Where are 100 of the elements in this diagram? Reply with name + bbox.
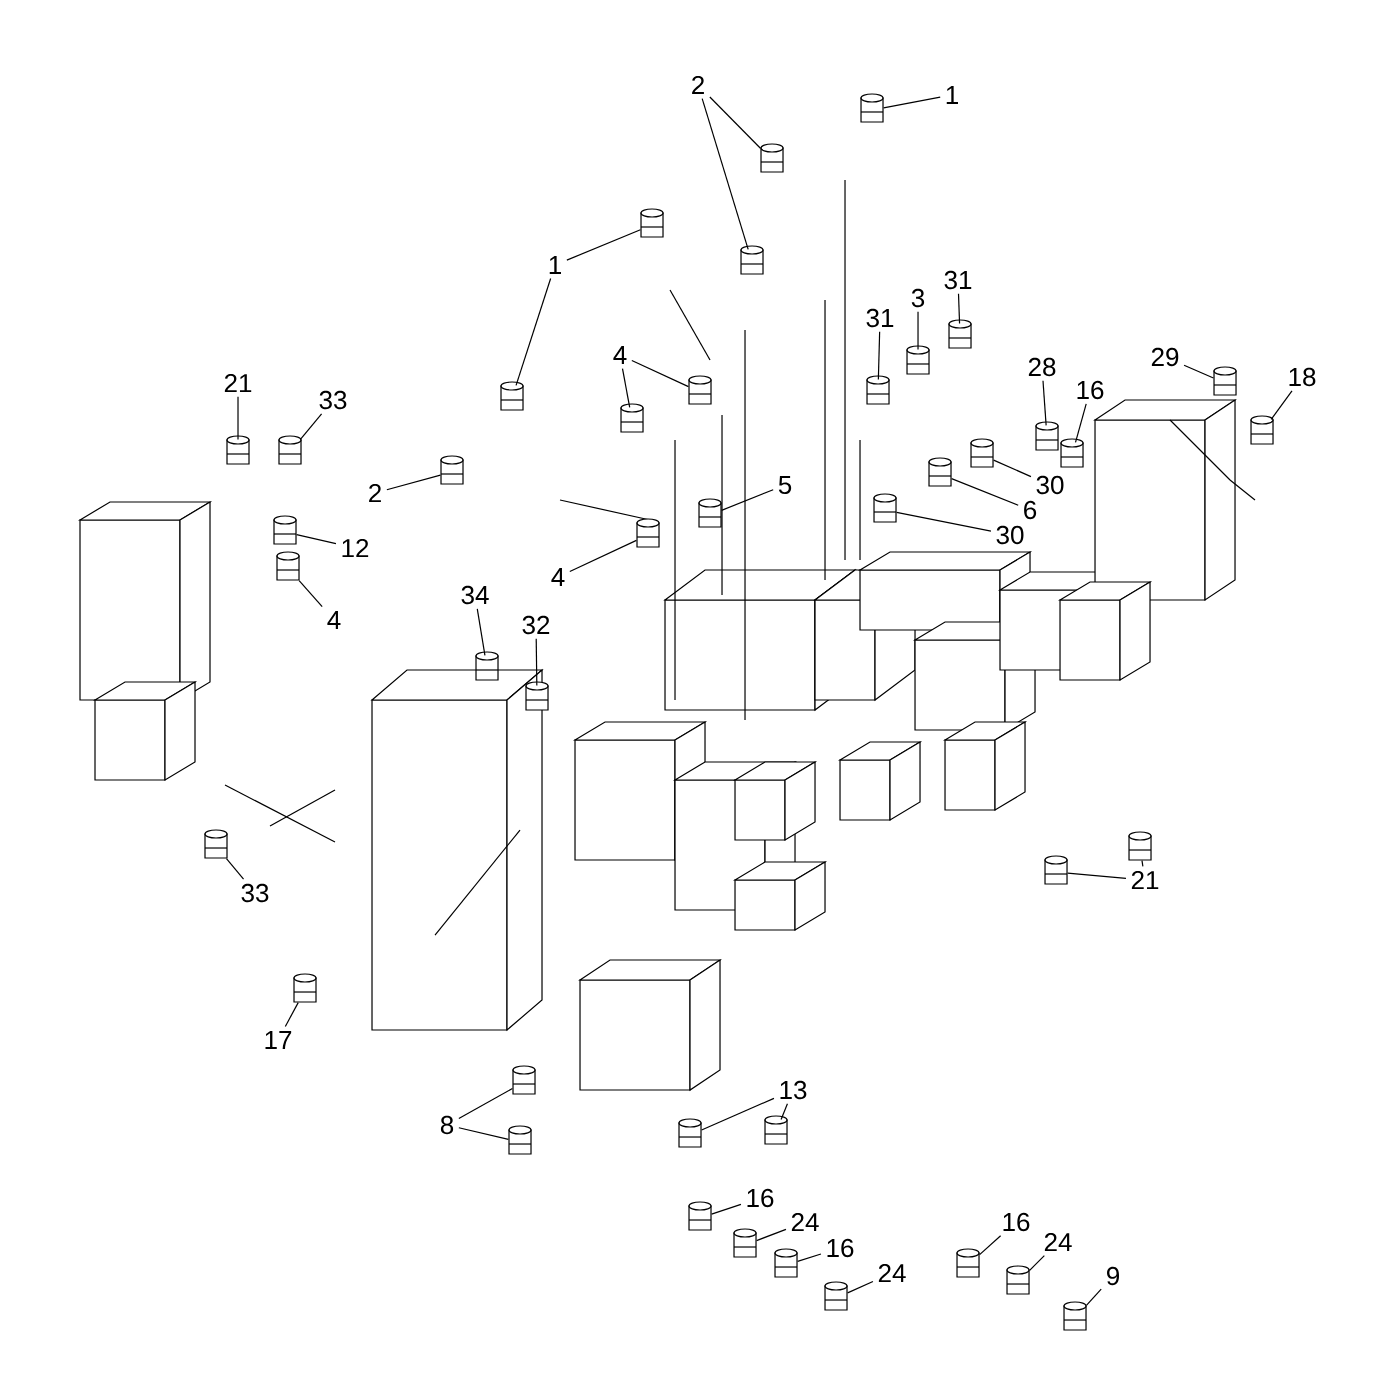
fitting	[698, 498, 722, 528]
callout-number: 28	[1023, 353, 1061, 381]
leader-line	[458, 1127, 509, 1140]
callout-number: 16	[997, 1208, 1035, 1236]
leader-line	[298, 580, 323, 608]
fitting	[906, 345, 930, 375]
fitting	[226, 435, 250, 465]
fitting	[293, 973, 317, 1003]
leader-line	[1085, 1288, 1102, 1306]
leader-line	[284, 1002, 299, 1028]
leader-line	[877, 331, 881, 380]
leader-line	[237, 396, 239, 440]
callout-number: 30	[991, 521, 1029, 549]
fitting	[688, 1201, 712, 1231]
leader-line	[621, 367, 631, 408]
leader-line	[1029, 1255, 1045, 1271]
callout-number: 1	[543, 252, 567, 278]
leader-line	[993, 459, 1032, 478]
fitting	[636, 518, 660, 548]
callout-number: 4	[322, 607, 346, 633]
callout-number: 21	[1126, 866, 1164, 894]
leader-line	[458, 1087, 513, 1119]
callout-number: 31	[861, 304, 899, 332]
leader-line	[780, 1103, 789, 1120]
callout-number: 12	[336, 534, 374, 562]
fitting	[204, 829, 228, 859]
callout-number: 5	[773, 471, 797, 499]
callout-number: 21	[219, 369, 257, 397]
fitting	[620, 403, 644, 433]
fitting	[1250, 415, 1274, 445]
fitting	[500, 381, 524, 411]
callout-number: 17	[259, 1027, 297, 1053]
callout-number: 3	[906, 284, 930, 312]
leader-line	[917, 311, 919, 350]
fitting	[1213, 366, 1237, 396]
leader-line	[701, 98, 749, 250]
callout-number: 2	[686, 71, 710, 99]
callout-number: 33	[236, 879, 274, 907]
callout-number: 16	[741, 1184, 779, 1212]
leader-line	[1067, 872, 1127, 879]
fitting	[760, 143, 784, 173]
fitting	[1060, 438, 1084, 468]
callout-number: 29	[1146, 343, 1184, 371]
leader-line	[515, 277, 552, 386]
fitting	[860, 93, 884, 123]
callout-number: 32	[517, 611, 555, 639]
fitting	[1128, 831, 1152, 861]
leader-line	[225, 858, 245, 880]
callout-number: 4	[546, 564, 570, 590]
leader-line	[847, 1280, 874, 1294]
fitting	[970, 438, 994, 468]
leader-line	[386, 474, 441, 491]
leader-line	[631, 359, 689, 388]
leader-line	[1141, 860, 1144, 867]
leader-line	[896, 511, 992, 532]
callout-number: 24	[1039, 1228, 1077, 1256]
fitting	[640, 208, 664, 238]
leader-line	[566, 229, 641, 261]
fitting	[824, 1281, 848, 1311]
fitting	[956, 1248, 980, 1278]
leader-line	[721, 489, 774, 511]
leader-line	[1042, 380, 1047, 426]
leader-line	[569, 539, 637, 573]
fitting	[733, 1228, 757, 1258]
fitting	[928, 457, 952, 487]
leader-line	[756, 1228, 787, 1242]
leader-line	[701, 1097, 775, 1131]
callout-number: 1	[940, 82, 964, 108]
fitting	[774, 1248, 798, 1278]
fitting	[273, 515, 297, 545]
fitting	[948, 319, 972, 349]
leader-line	[299, 413, 323, 440]
fitting	[740, 245, 764, 275]
callout-number: 31	[939, 266, 977, 294]
callout-number: 8	[435, 1111, 459, 1139]
leader-line	[535, 638, 538, 686]
fitting	[873, 493, 897, 523]
fitting	[866, 375, 890, 405]
leader-line	[957, 293, 961, 324]
callout-number: 9	[1101, 1262, 1125, 1290]
callout-number: 16	[1071, 376, 1109, 404]
leader-line	[1183, 364, 1214, 379]
fitting	[525, 681, 549, 711]
leader-line	[711, 1203, 742, 1215]
fitting	[678, 1118, 702, 1148]
leader-line	[1074, 403, 1087, 443]
callout-number: 2	[363, 479, 387, 507]
fitting	[1044, 855, 1068, 885]
fitting	[440, 455, 464, 485]
callout-number: 16	[821, 1234, 859, 1262]
leader-line	[709, 96, 761, 149]
callout-number: 24	[873, 1259, 911, 1287]
fitting	[278, 435, 302, 465]
fitting	[688, 375, 712, 405]
leader-line	[979, 1235, 1002, 1256]
fitting	[508, 1125, 532, 1155]
fitting	[1035, 421, 1059, 451]
fitting	[1063, 1301, 1087, 1331]
leader-line	[951, 478, 1019, 506]
leader-line	[476, 608, 486, 656]
